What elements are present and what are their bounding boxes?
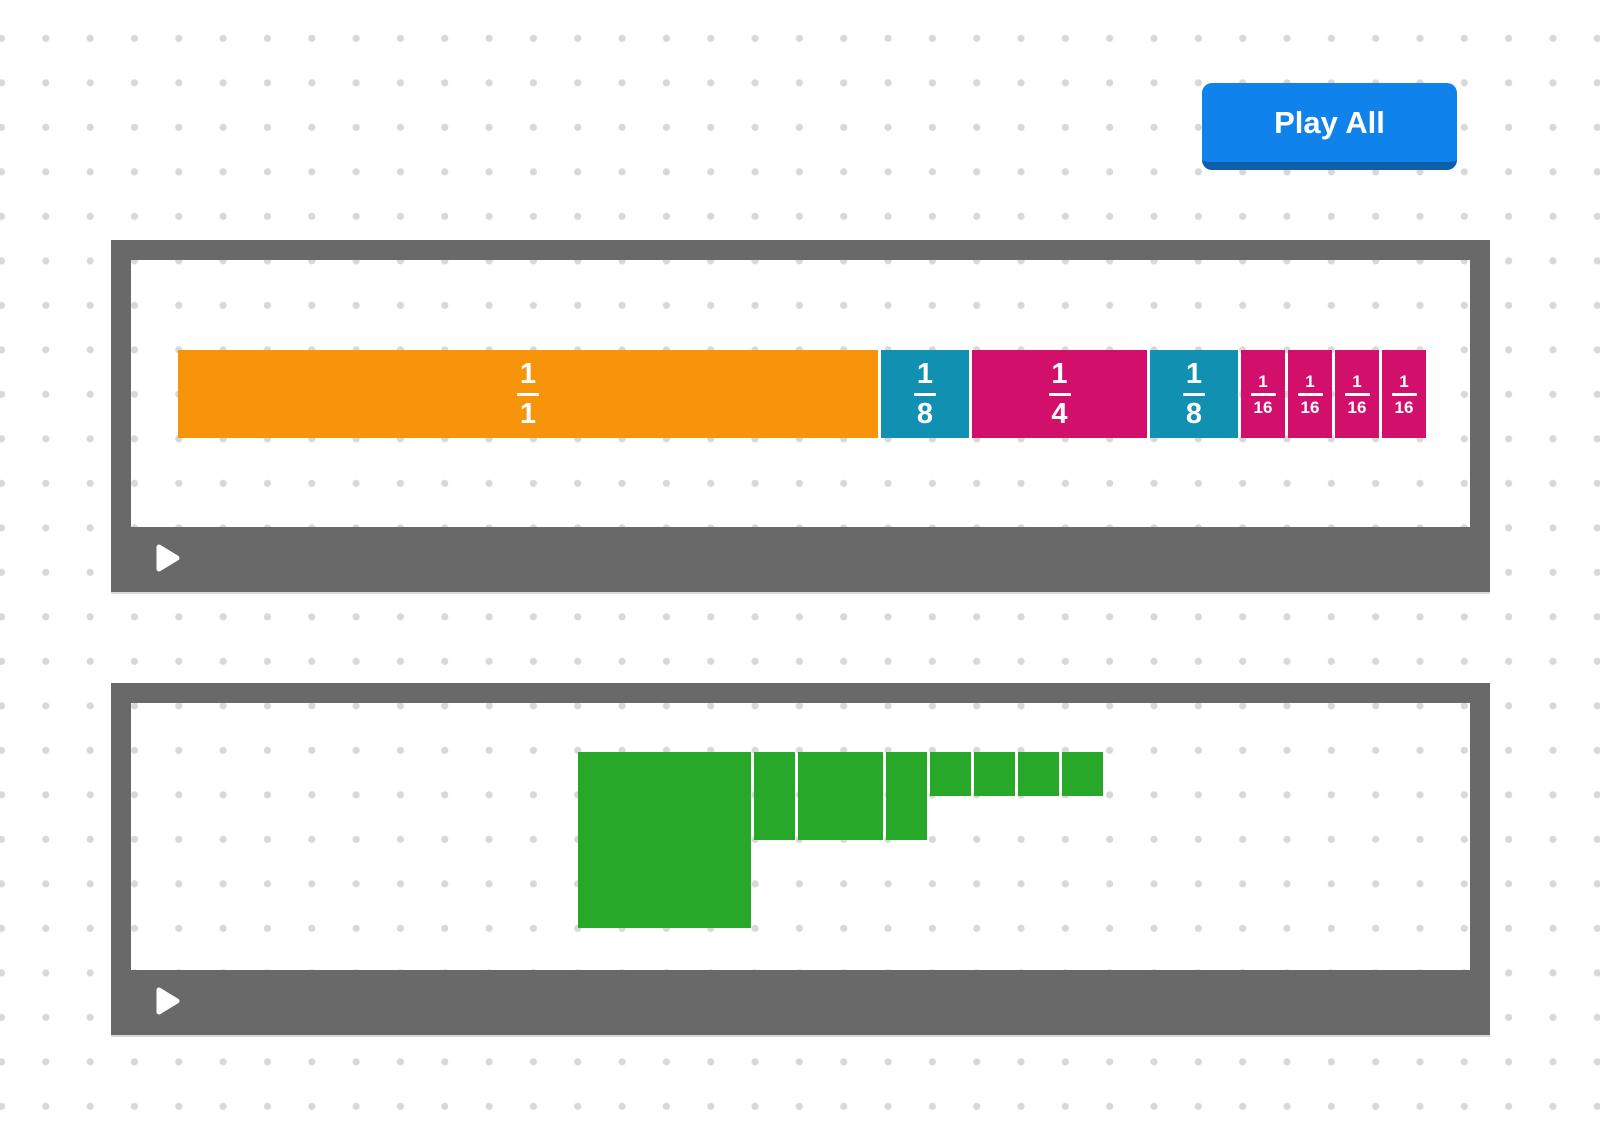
track-2-footer — [111, 970, 1490, 1037]
fraction-line — [1250, 392, 1276, 396]
track-frame-right — [1470, 683, 1490, 1035]
track-frame-right — [1470, 240, 1490, 592]
play-track-1-button[interactable] — [155, 543, 181, 576]
track-note-blocks — [111, 683, 1490, 1037]
note-blocks-group — [578, 752, 1103, 928]
note-block-1-16[interactable] — [1062, 752, 1103, 796]
track-frame-left — [111, 683, 131, 1035]
note-block-1-8[interactable] — [886, 752, 927, 840]
fraction-line — [914, 392, 936, 396]
play-triangle-icon — [155, 986, 181, 1019]
play-all-button[interactable]: Play All — [1202, 83, 1457, 170]
fraction-line — [1391, 392, 1417, 396]
note-block-1-4[interactable] — [798, 752, 883, 840]
fraction-line — [1297, 392, 1323, 396]
note-block-1-16[interactable] — [974, 752, 1015, 796]
fraction-line — [1048, 392, 1071, 396]
note-block-1-16[interactable] — [1018, 752, 1059, 796]
fraction-line — [1183, 392, 1205, 396]
play-track-2-button[interactable] — [155, 986, 181, 1019]
fraction-line — [1344, 392, 1370, 396]
note-block-1-1[interactable] — [578, 752, 751, 928]
note-block-1-16[interactable] — [930, 752, 971, 796]
track-frame-left — [111, 240, 131, 592]
track-frame-top — [111, 683, 1490, 703]
note-block-1-8[interactable] — [754, 752, 795, 840]
play-triangle-icon — [155, 543, 181, 576]
track-1-footer — [111, 527, 1490, 594]
fraction-line — [517, 392, 539, 396]
track-frame-top — [111, 240, 1490, 260]
